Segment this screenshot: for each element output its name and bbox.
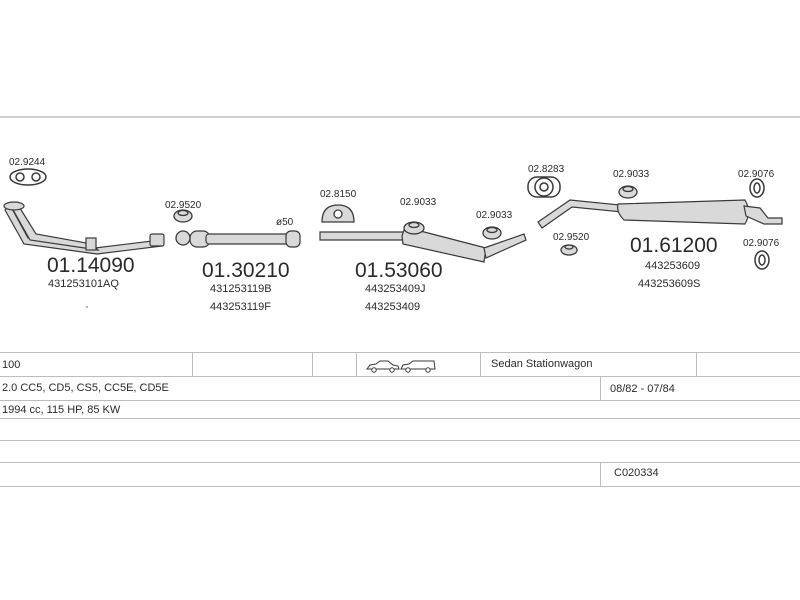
clamp-icon xyxy=(175,230,191,246)
vehicle-info-table: 100 Sedan Stationwagon 2.0 CC5, CD5, CS5… xyxy=(0,352,800,492)
versions-cell: 2.0 CC5, CD5, CS5, CC5E, CD5E xyxy=(2,382,169,394)
period-cell: 08/82 - 07/84 xyxy=(610,383,675,395)
accessory-label: 02.9033 xyxy=(476,210,513,221)
accessory-label: 02.9520 xyxy=(553,232,590,243)
part-ref: 431253119B xyxy=(210,283,272,295)
stray-dot xyxy=(86,306,88,308)
clamp-icon xyxy=(618,185,638,199)
top-divider xyxy=(0,116,800,118)
catalog-code-cell: C020334 xyxy=(614,467,659,479)
body-types-cell: Sedan Stationwagon xyxy=(491,358,593,370)
part-code: 01.61200 xyxy=(630,234,718,257)
part-ref: 443253409J xyxy=(365,283,426,295)
part-ref: 443253609S xyxy=(638,278,700,290)
model-cell: 100 xyxy=(2,359,21,371)
part-ref: 431253101AQ xyxy=(48,278,119,290)
rear-silencer-part[interactable] xyxy=(537,199,783,229)
part-ref: 443253409 xyxy=(365,301,420,313)
accessory-label: 02.9033 xyxy=(400,197,437,208)
clamp-icon xyxy=(173,209,193,223)
accessory-label: 02.9244 xyxy=(9,157,46,168)
accessory-label: 02.8283 xyxy=(528,164,565,175)
rubber-ring-icon xyxy=(749,178,765,198)
diameter-label: ø50 xyxy=(276,217,294,228)
clamp-icon xyxy=(403,221,425,235)
sedan-car-icon xyxy=(366,360,400,373)
engine-cell: 1994 cc, 115 HP, 85 KW xyxy=(2,404,121,416)
part-code: 01.14090 xyxy=(47,254,135,277)
accessory-label: 02.9076 xyxy=(743,238,780,249)
accessory-label: 02.9520 xyxy=(165,200,202,211)
clamp-icon xyxy=(560,244,578,256)
exhaust-system-diagram: 02.9244 01.14090 431253101AQ 02.9520 ø50… xyxy=(0,116,800,313)
front-pipe-part[interactable] xyxy=(3,201,165,255)
clamp-icon xyxy=(482,226,502,240)
part-code: 01.30210 xyxy=(202,259,290,282)
part-ref: 443253609 xyxy=(645,260,700,272)
rubber-ring-icon xyxy=(754,250,770,270)
accessory-label: 02.8150 xyxy=(320,189,357,200)
accessory-label: 02.9076 xyxy=(738,169,775,180)
stationwagon-car-icon xyxy=(400,360,436,373)
rubber-mount-icon xyxy=(321,204,355,223)
part-ref: 443253119F xyxy=(210,301,271,313)
part-code: 01.53060 xyxy=(355,259,443,282)
gasket-icon xyxy=(9,168,47,186)
rubber-ring-icon xyxy=(527,176,561,198)
accessory-label: 02.9033 xyxy=(613,169,650,180)
intermediate-pipe-part[interactable] xyxy=(189,230,301,248)
